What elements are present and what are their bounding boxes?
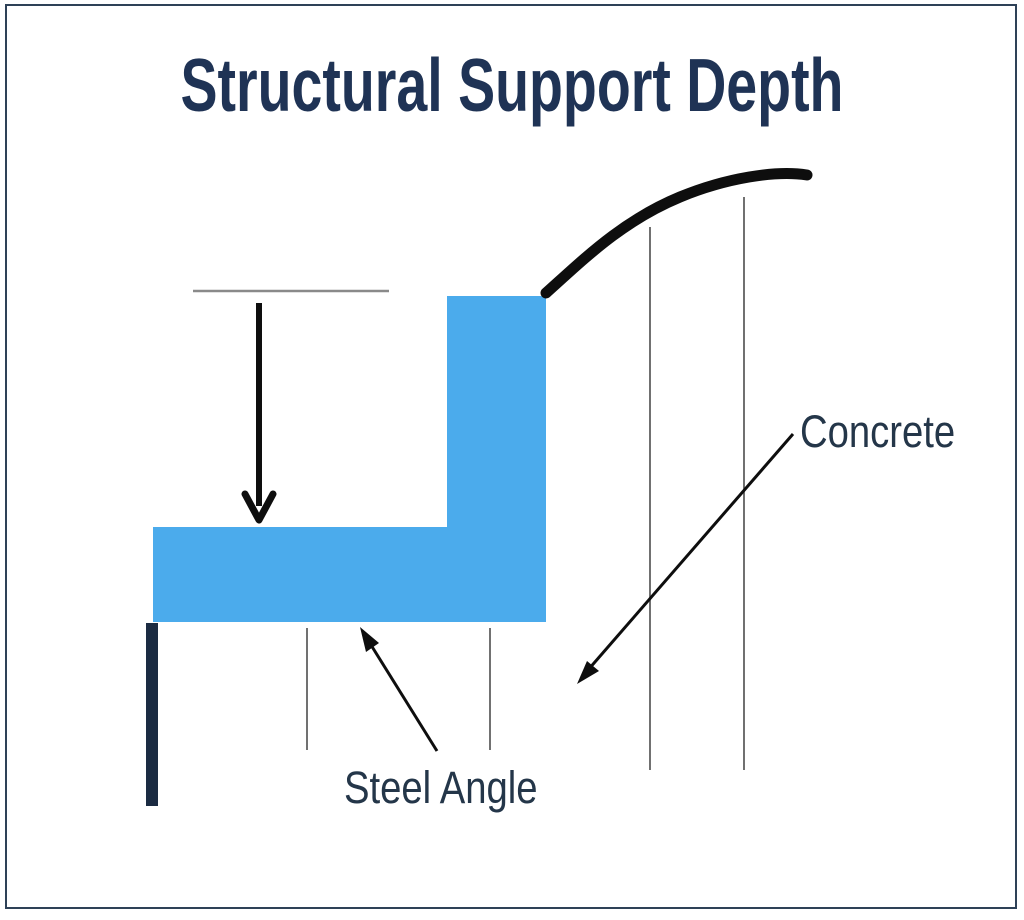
diagram-border-frame bbox=[5, 4, 1017, 909]
load-arrow-head-icon bbox=[241, 490, 277, 524]
concrete-label: Concrete bbox=[800, 406, 956, 457]
concrete-pointer-arrowhead-icon bbox=[577, 661, 599, 684]
steel-angle-label: Steel Angle bbox=[344, 762, 538, 813]
steel-angle-pointer-line bbox=[369, 644, 439, 752]
page-title: Structural Support Depth bbox=[180, 43, 844, 127]
concrete-pointer-line bbox=[586, 433, 795, 671]
concrete-profile-curve bbox=[540, 168, 813, 299]
steel-angle-shape bbox=[153, 296, 546, 622]
steel-angle-pointer-arrowhead-icon bbox=[360, 627, 379, 652]
wall-edge-bar bbox=[146, 623, 158, 806]
